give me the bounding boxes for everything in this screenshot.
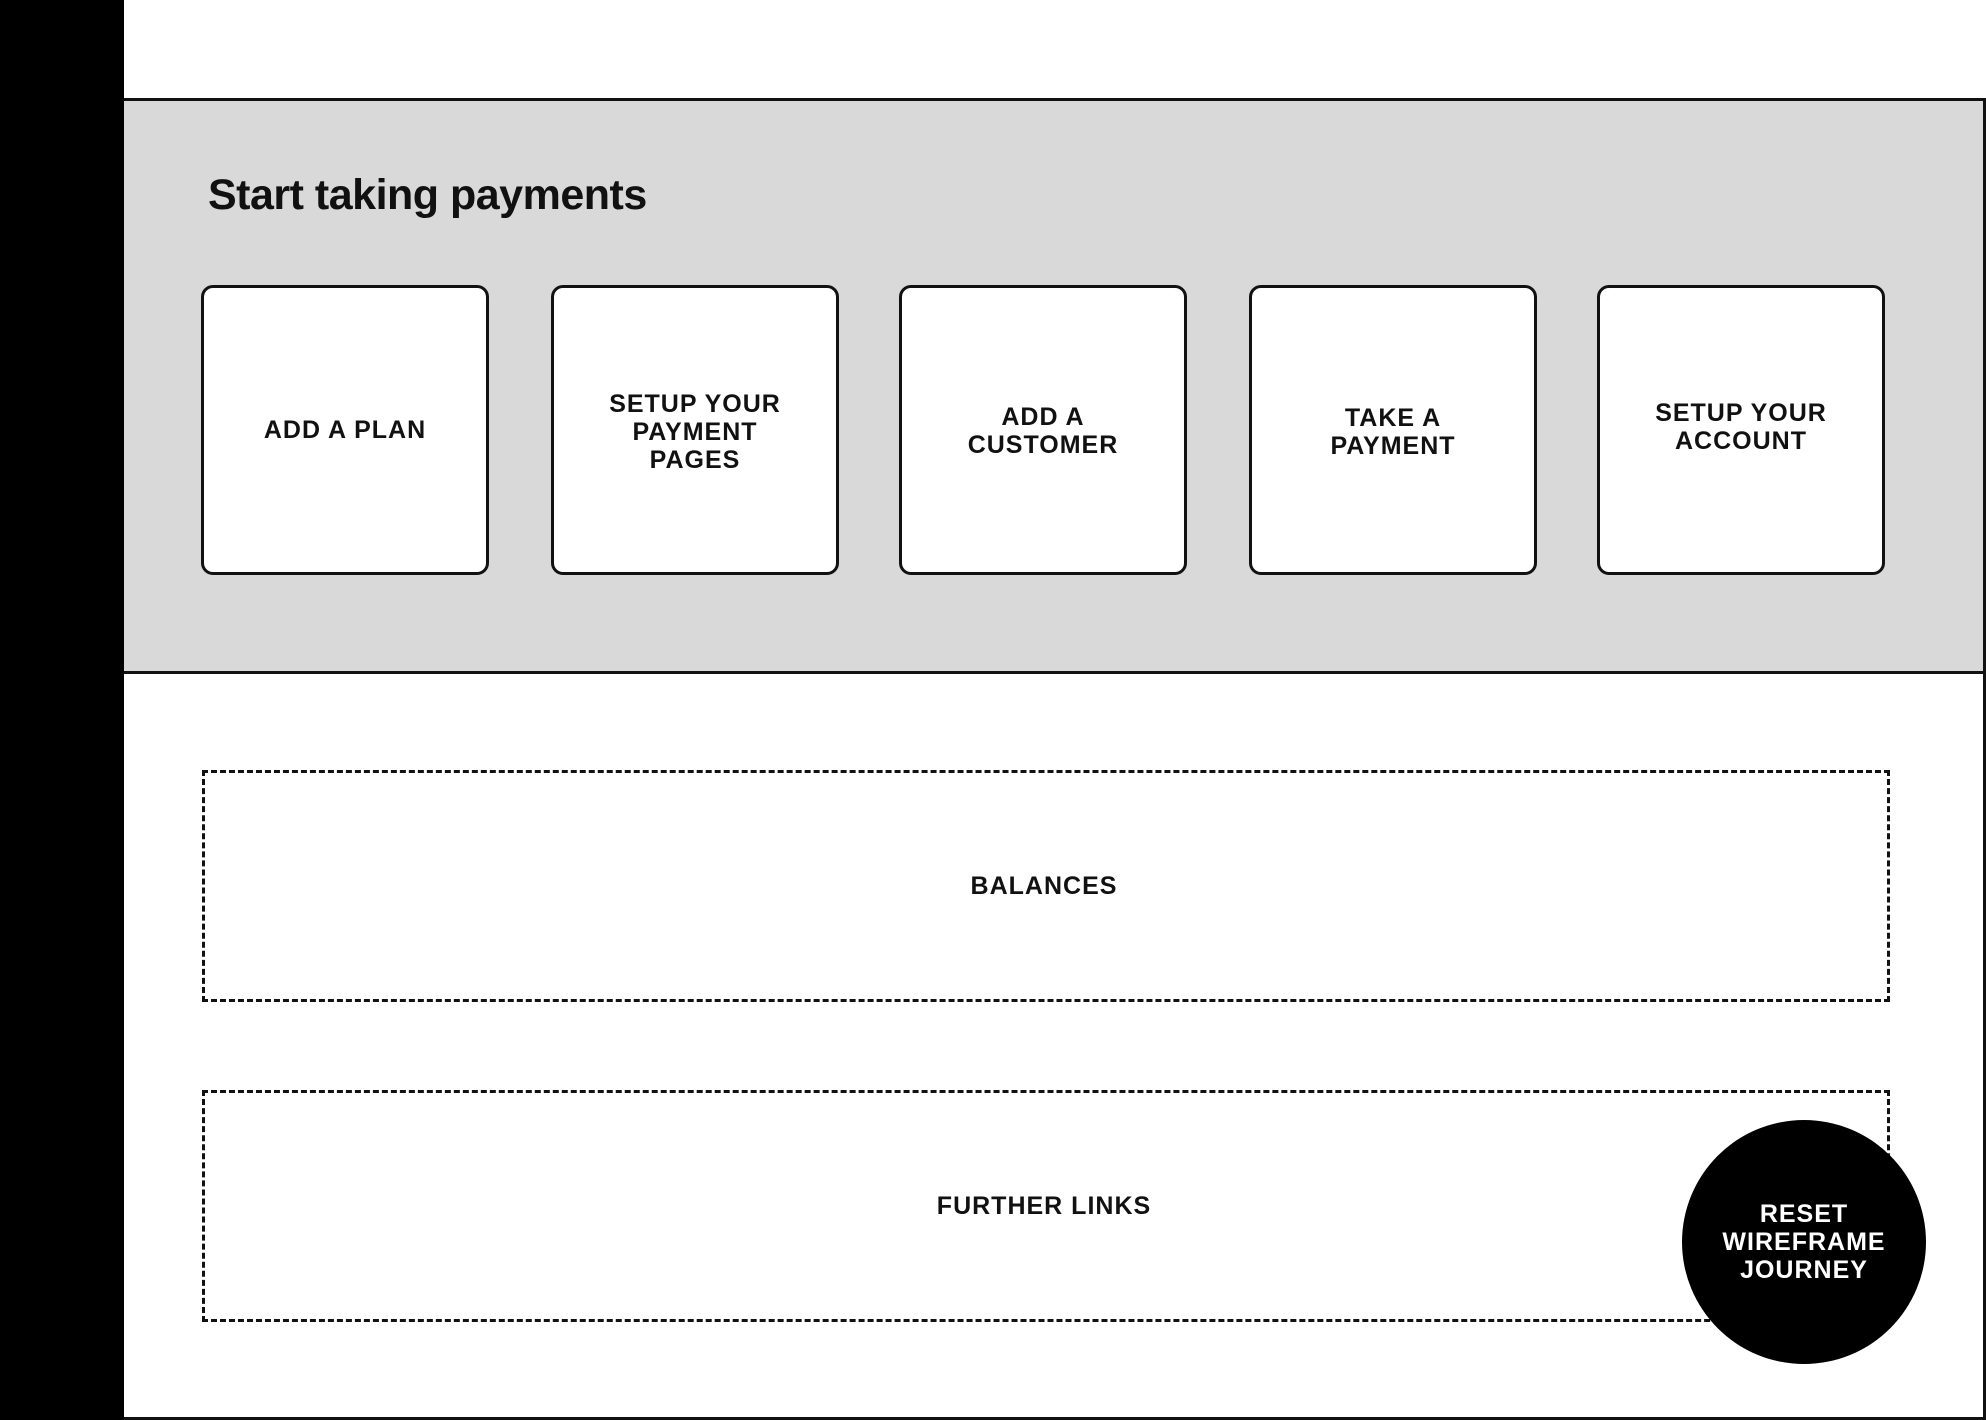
action-cards: ADD A PLAN SETUP YOUR PAYMENT PAGES ADD … <box>201 285 1892 575</box>
card-label: SETUP YOUR PAYMENT PAGES <box>609 390 781 474</box>
reset-wireframe-journey-button[interactable]: RESET WIREFRAME JOURNEY <box>1682 1120 1926 1364</box>
card-label: SETUP YOUR ACCOUNT <box>1655 399 1827 455</box>
reset-label: RESET WIREFRAME JOURNEY <box>1722 1200 1886 1284</box>
take-a-payment-card[interactable]: TAKE A PAYMENT <box>1249 285 1537 575</box>
header-bar <box>124 0 1986 101</box>
balances-label: BALANCES <box>970 871 1118 900</box>
add-a-customer-card[interactable]: ADD A CUSTOMER <box>899 285 1187 575</box>
further-links-placeholder: FURTHER LINKS <box>202 1090 1890 1322</box>
start-taking-payments-section: Start taking payments ADD A PLAN SETUP Y… <box>124 101 1983 674</box>
card-label: ADD A PLAN <box>263 416 427 444</box>
setup-account-card[interactable]: SETUP YOUR ACCOUNT <box>1597 285 1885 575</box>
section-title: Start taking payments <box>208 171 647 219</box>
sidebar <box>0 0 124 1420</box>
further-links-label: FURTHER LINKS <box>936 1191 1152 1220</box>
card-label: ADD A CUSTOMER <box>967 403 1119 459</box>
card-label: TAKE A PAYMENT <box>1330 404 1456 460</box>
add-a-plan-card[interactable]: ADD A PLAN <box>201 285 489 575</box>
balances-placeholder: BALANCES <box>202 770 1890 1002</box>
setup-payment-pages-card[interactable]: SETUP YOUR PAYMENT PAGES <box>551 285 839 575</box>
